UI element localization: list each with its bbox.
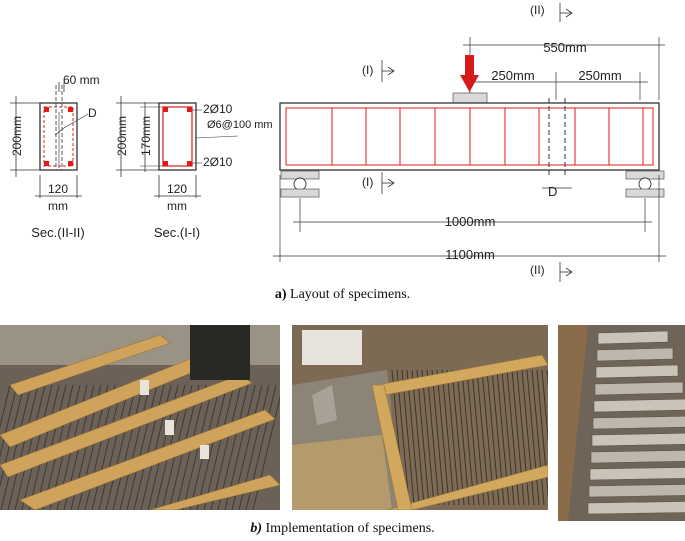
- load-arrow-shaft: [465, 55, 474, 75]
- dim-250-left: 250mm: [491, 68, 534, 83]
- section-2-label-d: D: [88, 106, 97, 120]
- section-2-dim-height: 200mm: [10, 116, 24, 156]
- section-1-stirrups: Ø6@100 mm: [207, 119, 273, 131]
- support-roller-left: [293, 177, 307, 191]
- section-1-bottom-bars: 2Ø10: [203, 155, 233, 169]
- support-base-left: [280, 188, 320, 198]
- section-2-dim-top: 60 mm: [63, 73, 100, 87]
- section-1-top-bars: 2Ø10: [203, 102, 233, 116]
- photo-rebar-cages: [0, 325, 280, 510]
- rebar-dot: [187, 107, 192, 112]
- dim-250-right: 250mm: [578, 68, 621, 83]
- section-2-width: 120: [48, 182, 68, 196]
- beam-elevation: (II) 550mm 250mm 250mm (I) D (I: [273, 3, 666, 282]
- specimen-layout-drawing: 60 mm D 200mm 120 mm Sec.(II-II) 200mm 1…: [10, 3, 666, 282]
- cut-label-2-bottom: (II): [530, 263, 545, 277]
- rebar-dot: [68, 161, 73, 166]
- caption-b-label: b): [250, 521, 263, 536]
- section-1-width-unit: mm: [167, 199, 187, 213]
- rebar-dot: [163, 107, 168, 112]
- rebar-dot: [163, 161, 168, 166]
- caption-b-text: Implementation of specimens.: [265, 521, 435, 536]
- caption-a: a) Layout of specimens.: [0, 287, 685, 303]
- rebar-dot: [44, 107, 49, 112]
- section-2-width-unit: mm: [48, 199, 68, 213]
- section-1-1: 200mm 170mm 2Ø10 Ø6@100 mm 2Ø10 120 mm S…: [115, 96, 273, 240]
- photo-casting: [292, 325, 548, 510]
- load-plate: [452, 92, 488, 104]
- cut-label-1-top: (I): [362, 63, 373, 77]
- section-2-2: 60 mm D 200mm 120 mm Sec.(II-II): [10, 73, 100, 240]
- dim-1000: 1000mm: [445, 214, 496, 229]
- support-base-right: [625, 188, 665, 198]
- support-roller-right: [638, 177, 652, 191]
- dim-1100: 1100mm: [445, 247, 495, 262]
- section-2-title: Sec.(II-II): [31, 225, 84, 240]
- section-1-title: Sec.(I-I): [154, 225, 200, 240]
- cut-label-2-top: (II): [530, 3, 545, 17]
- rebar-dot: [44, 161, 49, 166]
- section-2-outline: [39, 102, 78, 171]
- caption-b: b) Implementation of specimens.: [0, 521, 685, 537]
- rebar-dot: [68, 107, 73, 112]
- rebar-dot: [187, 161, 192, 166]
- section-2-stirrup: [43, 106, 74, 167]
- cut-label-1-bottom: (I): [362, 175, 373, 189]
- photo-cast-specimens: [558, 325, 685, 521]
- section-1-dim-height-inner: 170mm: [139, 116, 153, 156]
- load-arrow-icon: [460, 75, 479, 92]
- beam-label-d: D: [548, 184, 557, 199]
- caption-a-text: Layout of specimens.: [290, 287, 411, 302]
- section-1-width: 120: [167, 182, 187, 196]
- caption-a-label: a): [274, 287, 287, 302]
- section-1-stirrup: [162, 106, 193, 167]
- section-1-outline: [158, 102, 197, 171]
- section-1-dim-height-outer: 200mm: [115, 116, 129, 156]
- dim-550: 550mm: [543, 40, 586, 55]
